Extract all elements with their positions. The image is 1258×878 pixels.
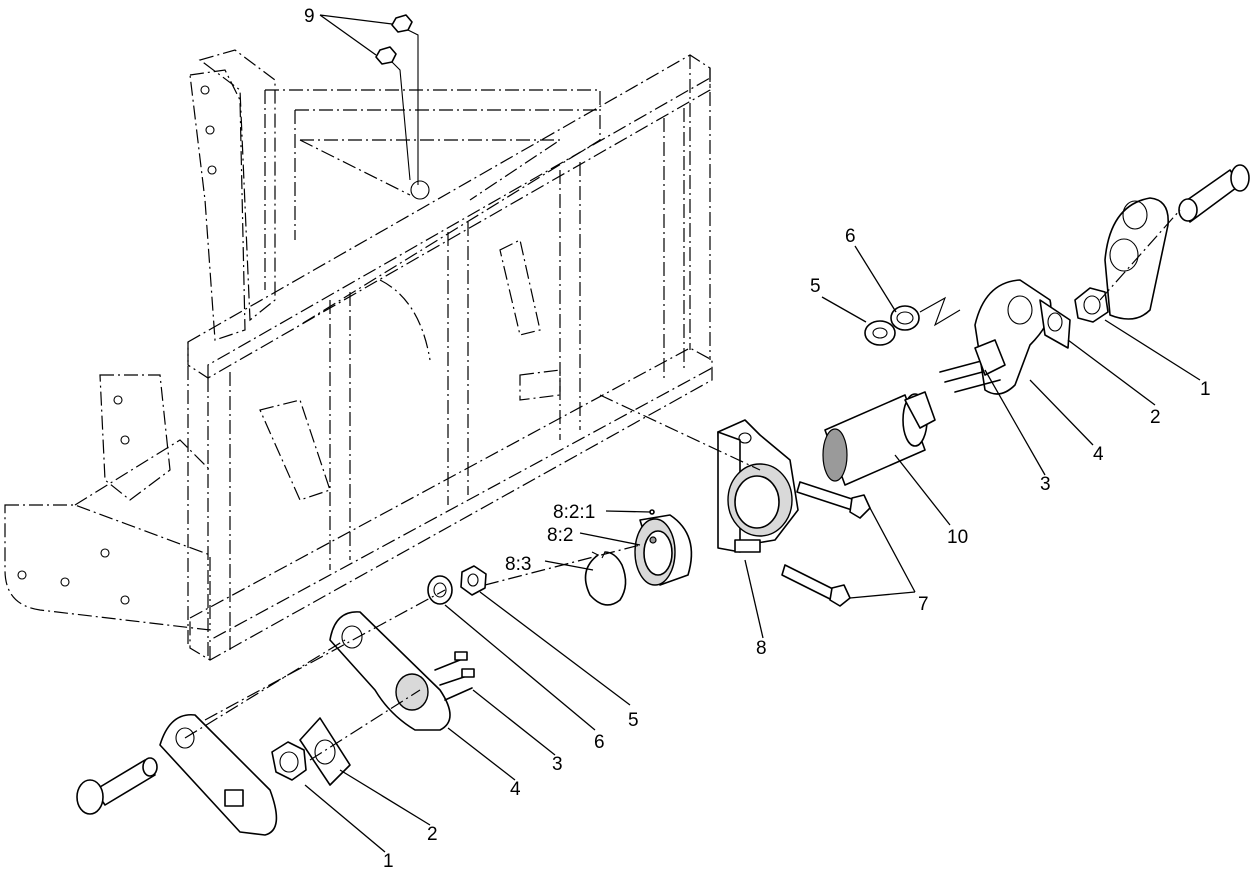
part-10-cylinder xyxy=(822,391,936,486)
leader-lines xyxy=(304,14,1201,853)
callout-6-bottom: 6 xyxy=(594,732,605,753)
part-2-bottom-gasket xyxy=(299,717,351,786)
callout-4-right: 4 xyxy=(1093,444,1104,465)
part-7-bolts xyxy=(781,481,871,607)
callout-1-right: 1 xyxy=(1200,379,1211,400)
part-8-3-circlip xyxy=(584,551,627,606)
part-3-right-bolts xyxy=(939,339,1006,393)
callout-8-2-1: 8:2:1 xyxy=(553,502,595,523)
part-3-bottom-bolts xyxy=(434,651,475,701)
callout-1-bottom: 1 xyxy=(383,851,394,872)
callout-8: 8 xyxy=(756,638,767,659)
callout-4-bottom: 4 xyxy=(510,779,521,800)
callout-5-bottom: 5 xyxy=(628,710,639,731)
part-8-2-insert xyxy=(634,509,693,586)
part-5-6-bottom xyxy=(427,565,487,605)
callout-2-right: 2 xyxy=(1150,407,1161,428)
callout-10: 10 xyxy=(947,527,968,548)
assembly-axis-lines xyxy=(204,394,761,761)
callout-3-bottom: 3 xyxy=(552,754,563,775)
frame-assembly xyxy=(4,49,713,661)
callout-8-2: 8:2 xyxy=(547,525,573,546)
callout-9: 9 xyxy=(304,6,315,27)
part-9-nuts xyxy=(375,14,419,185)
callout-8-3: 8:3 xyxy=(505,554,531,575)
part-8-bearing xyxy=(717,419,799,553)
callout-labels: 9 6 5 1 2 4 3 10 7 8 8:2:1 8:2 8:3 5 6 3… xyxy=(304,6,1211,872)
part-1-bottom xyxy=(76,639,346,836)
callout-2-bottom: 2 xyxy=(427,824,438,845)
callout-7: 7 xyxy=(918,594,929,615)
callout-6-top: 6 xyxy=(845,226,856,247)
part-1-right xyxy=(1074,164,1250,323)
callout-5-top: 5 xyxy=(810,276,821,297)
part-4-bottom-plate xyxy=(329,611,451,731)
callout-3-right: 3 xyxy=(1040,474,1051,495)
part-5-6-top xyxy=(864,296,961,346)
